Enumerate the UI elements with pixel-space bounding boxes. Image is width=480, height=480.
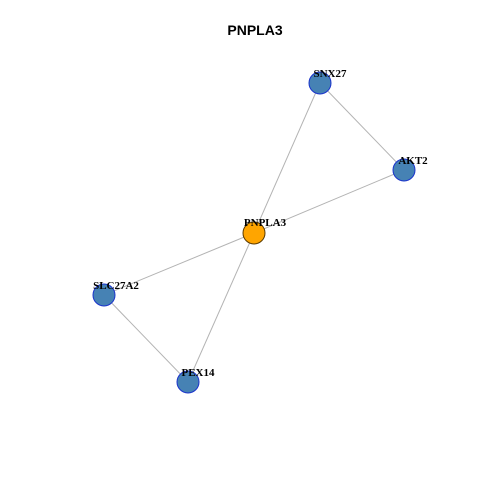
node-pex14 bbox=[176, 370, 200, 394]
node-label-slc27a2: SLC27A2 bbox=[93, 280, 139, 292]
edge-slc27a2-pex14 bbox=[103, 294, 189, 383]
edge-pnpla3-pex14 bbox=[187, 232, 255, 383]
node-layer bbox=[92, 71, 416, 394]
node-label-akt2: AKT2 bbox=[398, 155, 428, 167]
edge-snx27-akt2 bbox=[319, 82, 405, 171]
node-snx27 bbox=[308, 71, 332, 95]
node-slc27a2 bbox=[92, 283, 116, 307]
edge-layer bbox=[103, 82, 405, 383]
node-label-pnpla3: PNPLA3 bbox=[244, 217, 287, 229]
edge-snx27-pnpla3 bbox=[253, 82, 321, 234]
node-akt2 bbox=[392, 158, 416, 182]
node-label-pex14: PEX14 bbox=[182, 367, 216, 379]
node-label-snx27: SNX27 bbox=[313, 68, 347, 80]
graph-title: PNPLA3 bbox=[227, 22, 282, 38]
node-pnpla3 bbox=[242, 221, 266, 245]
edge-pnpla3-slc27a2 bbox=[103, 232, 255, 296]
edge-akt2-pnpla3 bbox=[253, 169, 405, 234]
